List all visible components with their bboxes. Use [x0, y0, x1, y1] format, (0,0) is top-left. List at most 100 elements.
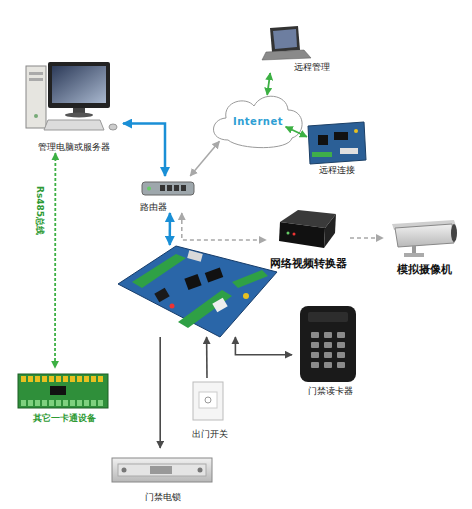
laptop-node: 远程管理 [262, 25, 330, 73]
illustration-part [337, 362, 345, 368]
illustration-part [287, 232, 290, 235]
connector-arrow [190, 141, 219, 176]
illustration-part [308, 122, 366, 164]
node-caption: 门禁读卡器 [308, 386, 353, 397]
illustration-part [198, 468, 203, 473]
card-device-node: 其它一卡通设备 [12, 368, 116, 424]
illustration-part [324, 362, 332, 368]
illustration-part [311, 342, 319, 348]
node-caption: 管理电脑或服务器 [38, 142, 110, 153]
illustration-part [160, 185, 165, 191]
illustration-part [70, 376, 75, 382]
controller-board-illustration [118, 246, 277, 337]
bus-label: Rs485总线 [33, 186, 46, 235]
node-caption: 远程管理 [294, 62, 330, 73]
illustration-part [311, 332, 319, 338]
illustration-part [118, 464, 206, 476]
illustration-part [324, 352, 332, 358]
node-caption: 门禁电锁 [145, 492, 181, 503]
illustration-part [132, 254, 186, 288]
illustration-part [354, 129, 358, 133]
illustration-part [122, 468, 127, 473]
illustration-part [70, 400, 75, 406]
illustration-part [181, 185, 186, 191]
illustration-part [29, 78, 43, 81]
remote-board-node: 远程连接 [305, 120, 369, 176]
illustration-part [167, 185, 172, 191]
router-illustration [142, 182, 194, 195]
illustration-part [56, 376, 61, 382]
illustration-part [187, 250, 203, 261]
illustration-part [42, 400, 47, 406]
illustration-part [91, 400, 96, 406]
router-node: 路由器 [130, 176, 200, 213]
connector-arrow [123, 124, 165, 176]
illustration-part [34, 114, 38, 118]
illustration-part [29, 72, 43, 75]
laptop-illustration [262, 26, 311, 60]
illustration-part [98, 400, 103, 406]
connector-arrow [54, 153, 56, 368]
illustration-part [44, 120, 104, 130]
illustration-part [178, 290, 232, 328]
illustration-part [21, 400, 103, 406]
illustration-part [28, 400, 33, 406]
illustration-part [232, 270, 268, 288]
illustration-part [404, 253, 424, 257]
illustration-part [28, 376, 33, 382]
controller-node [117, 245, 277, 337]
illustration-part [324, 342, 332, 348]
illustration-part [42, 376, 47, 382]
node-caption: 出门开关 [192, 429, 228, 440]
remote-board-illustration [308, 122, 366, 164]
node-caption: 网络视频转换器 [270, 257, 347, 270]
illustration-part [63, 376, 68, 382]
illustration-part [21, 400, 26, 406]
illustration-part [412, 246, 416, 254]
card-system-board-illustration [18, 374, 108, 408]
illustration-part [21, 376, 103, 382]
node-caption: 路由器 [140, 202, 167, 213]
illustration-part [48, 62, 110, 108]
illustration-part [118, 246, 277, 337]
illustration-part [312, 152, 332, 157]
connector-arrow [350, 237, 383, 239]
illustration-part [150, 466, 172, 474]
illustration-part [205, 268, 223, 283]
illustration-part [26, 66, 46, 128]
illustration-part [311, 332, 345, 368]
illustration-part [451, 224, 457, 242]
illustration-part [142, 182, 194, 195]
exit-button-node: 出门开关 [185, 378, 235, 440]
illustration-part [311, 362, 319, 368]
node-caption: 其它一卡通设备 [33, 413, 96, 424]
illustration-part [205, 397, 211, 403]
illustration-part [262, 50, 311, 60]
illustration-part [293, 233, 296, 236]
connector-arrow [235, 337, 292, 355]
illustration-part [243, 293, 249, 299]
illustration-part [65, 113, 93, 118]
connector-arrow [286, 127, 307, 137]
electric-lock-illustration [112, 458, 212, 482]
illustration-part [18, 374, 108, 408]
illustration-part [270, 26, 300, 52]
connector-arrow [182, 213, 266, 240]
connector-arrow [206, 337, 208, 378]
computer-illustration [26, 62, 117, 130]
illustration-part [300, 306, 356, 382]
reader-node: 门禁读卡器 [292, 303, 368, 397]
connector-arrow [159, 337, 161, 448]
illustration-part [35, 400, 40, 406]
illustration-part [84, 376, 89, 382]
illustration-part [109, 124, 117, 130]
camera-node: 模拟摄像机 [383, 214, 465, 276]
illustration-part [49, 376, 54, 382]
illustration-part [324, 214, 336, 248]
illustration-part [184, 274, 201, 290]
illustration-part [112, 458, 212, 482]
illustration-part [311, 352, 319, 358]
video-converter-illustration [279, 210, 336, 248]
